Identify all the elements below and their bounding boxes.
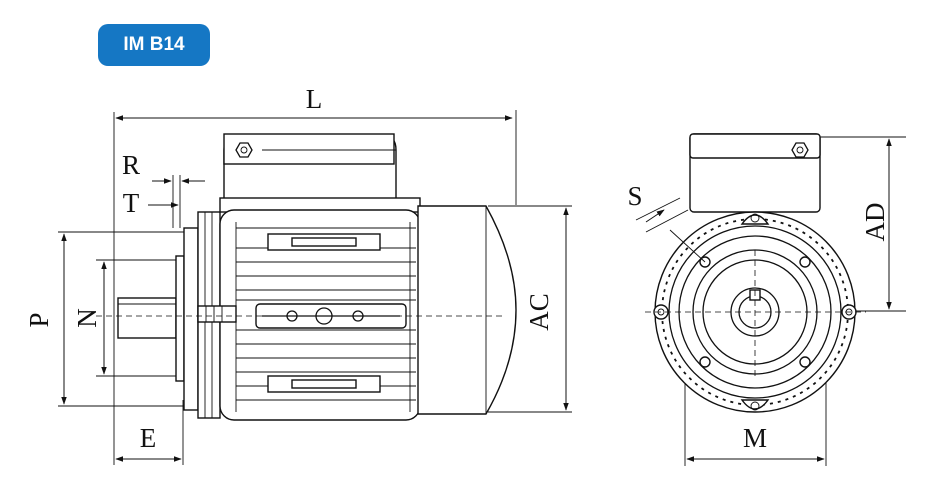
- label-M: M: [743, 423, 767, 453]
- shaft: [117, 297, 177, 339]
- label-AC: AC: [524, 293, 554, 331]
- side-view: [58, 110, 572, 465]
- label-T: T: [123, 188, 140, 218]
- label-L: L: [306, 84, 323, 114]
- label-R: R: [122, 150, 140, 180]
- mounting-type-badge: IM B14: [98, 24, 210, 66]
- flange: [183, 227, 199, 411]
- label-S: S: [627, 181, 642, 211]
- flange-bolt-holes: [699, 256, 811, 368]
- label-N: N: [72, 308, 102, 328]
- label-E: E: [140, 423, 157, 453]
- end-view: [635, 133, 906, 466]
- label-AD: AD: [860, 203, 890, 242]
- fan-cover: [417, 205, 517, 415]
- label-P: P: [24, 312, 54, 327]
